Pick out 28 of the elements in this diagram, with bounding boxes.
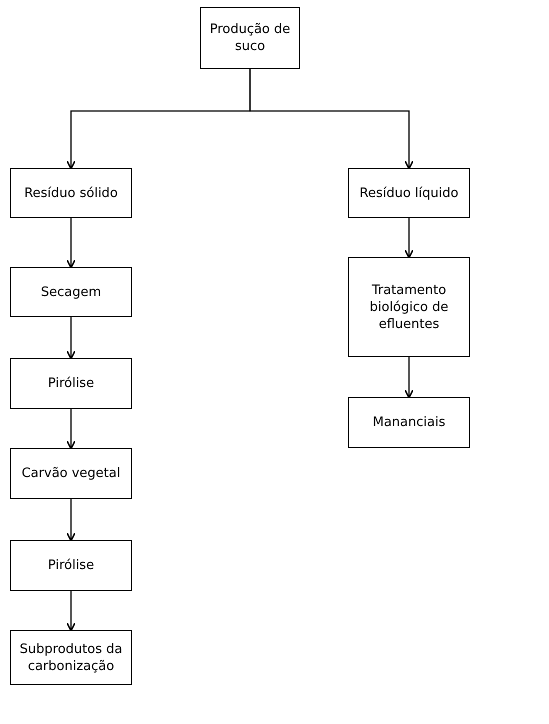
- box-label: Mananciais: [372, 414, 446, 431]
- arrow: [249, 69, 414, 170]
- box-label: Subprodutos da carbonização: [18, 640, 124, 674]
- process-box: [10, 630, 132, 685]
- box-label: Carvão vegetal: [22, 465, 120, 482]
- box-label: Pirólise: [48, 557, 94, 574]
- process-box: [348, 397, 470, 448]
- box-label: Secagem: [40, 284, 102, 300]
- arrow: [404, 218, 414, 259]
- process-box: [348, 257, 470, 357]
- arrow: [66, 409, 76, 450]
- box-label: Tratamento biológico de efluentes: [368, 282, 450, 332]
- box-label: Pirólise: [48, 375, 94, 392]
- arrow: [66, 317, 76, 360]
- process-box: [348, 168, 470, 218]
- process-box: [10, 168, 132, 218]
- process-box: [10, 358, 132, 409]
- box-label: Produção de suco: [208, 21, 292, 55]
- process-box: [10, 540, 132, 591]
- arrow: [404, 357, 414, 399]
- process-box: [10, 267, 132, 317]
- box-label: Resíduo sólido: [24, 184, 118, 202]
- process-box: [200, 7, 300, 69]
- process-box: [10, 448, 132, 499]
- box-label: Resíduo líquido: [360, 184, 458, 202]
- arrow: [66, 499, 76, 542]
- arrow: [66, 218, 76, 269]
- arrow: [66, 591, 76, 632]
